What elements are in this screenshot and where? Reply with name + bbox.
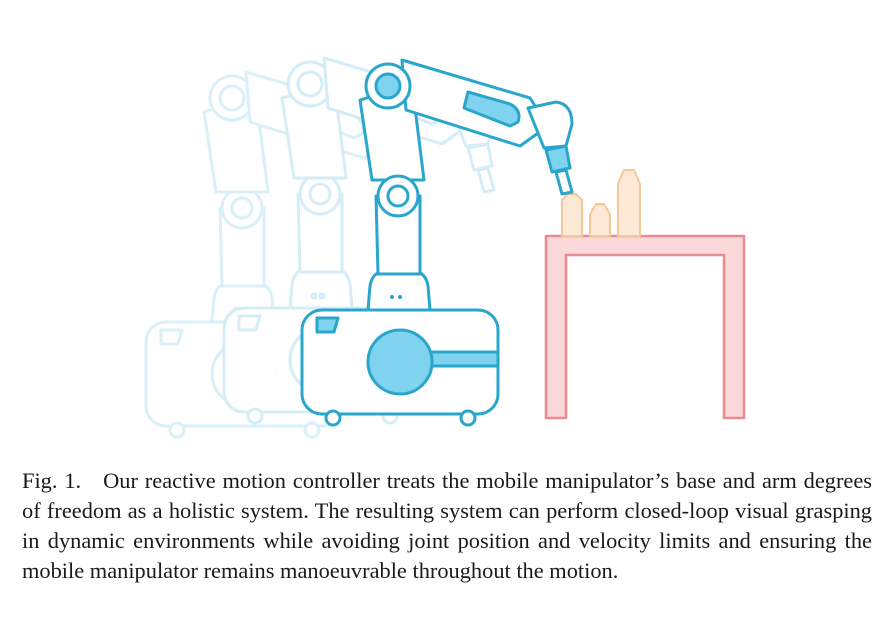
- robot-wheel-right: [459, 409, 477, 427]
- object-bottle-tall: [617, 169, 641, 237]
- table-objects: [561, 169, 641, 237]
- figure-illustration: [144, 56, 746, 439]
- robot-gripper-finger: [554, 168, 574, 196]
- robot-lower-link: [374, 194, 422, 276]
- figure-caption: Fig. 1.Our reactive motion controller tr…: [22, 466, 872, 586]
- figure-caption-text: Our reactive motion controller treats th…: [22, 468, 872, 583]
- robot-elbow-joint: [376, 174, 420, 218]
- robot-forearm-slot: [462, 90, 521, 128]
- robot-wheel-left: [324, 409, 342, 427]
- object-bottle-left: [561, 193, 583, 237]
- robot-arm-pedestal: [366, 268, 432, 312]
- figure-label: Fig. 1.: [22, 468, 82, 493]
- object-bottle-small: [589, 203, 611, 237]
- robot-base-panel: [315, 316, 340, 334]
- robot-gripper: [544, 144, 572, 174]
- table: [544, 234, 746, 420]
- robot-wrist: [526, 100, 574, 150]
- robot-base-disc: [366, 328, 434, 396]
- mobile-manipulator: [300, 58, 574, 427]
